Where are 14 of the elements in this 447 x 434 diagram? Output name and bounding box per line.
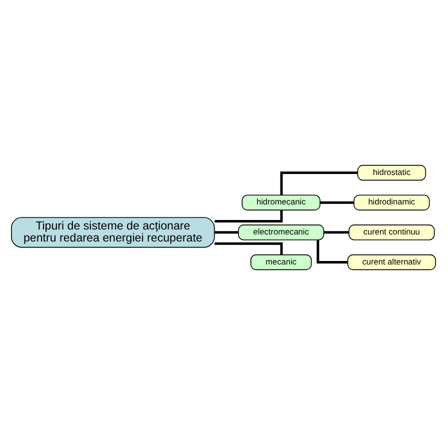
connector: [324, 230, 349, 234]
node-box: mecanic: [250, 254, 312, 270]
node-box: electromecanic: [238, 224, 324, 240]
connector: [214, 230, 238, 234]
node-box: curent continuu: [348, 224, 435, 240]
node-box: curent alternativ: [347, 254, 436, 270]
connector: [320, 200, 354, 204]
connector: [214, 210, 283, 222]
connector: [280, 171, 358, 195]
node-box: Tipuri de sisteme de acționare pentru redarea energiei recuperate: [11, 216, 215, 248]
node-box: hidrodinamic: [354, 194, 430, 210]
connector: [316, 239, 348, 263]
node-box: hidromecanic: [242, 194, 320, 210]
node-box: hidrostatic: [357, 164, 426, 180]
